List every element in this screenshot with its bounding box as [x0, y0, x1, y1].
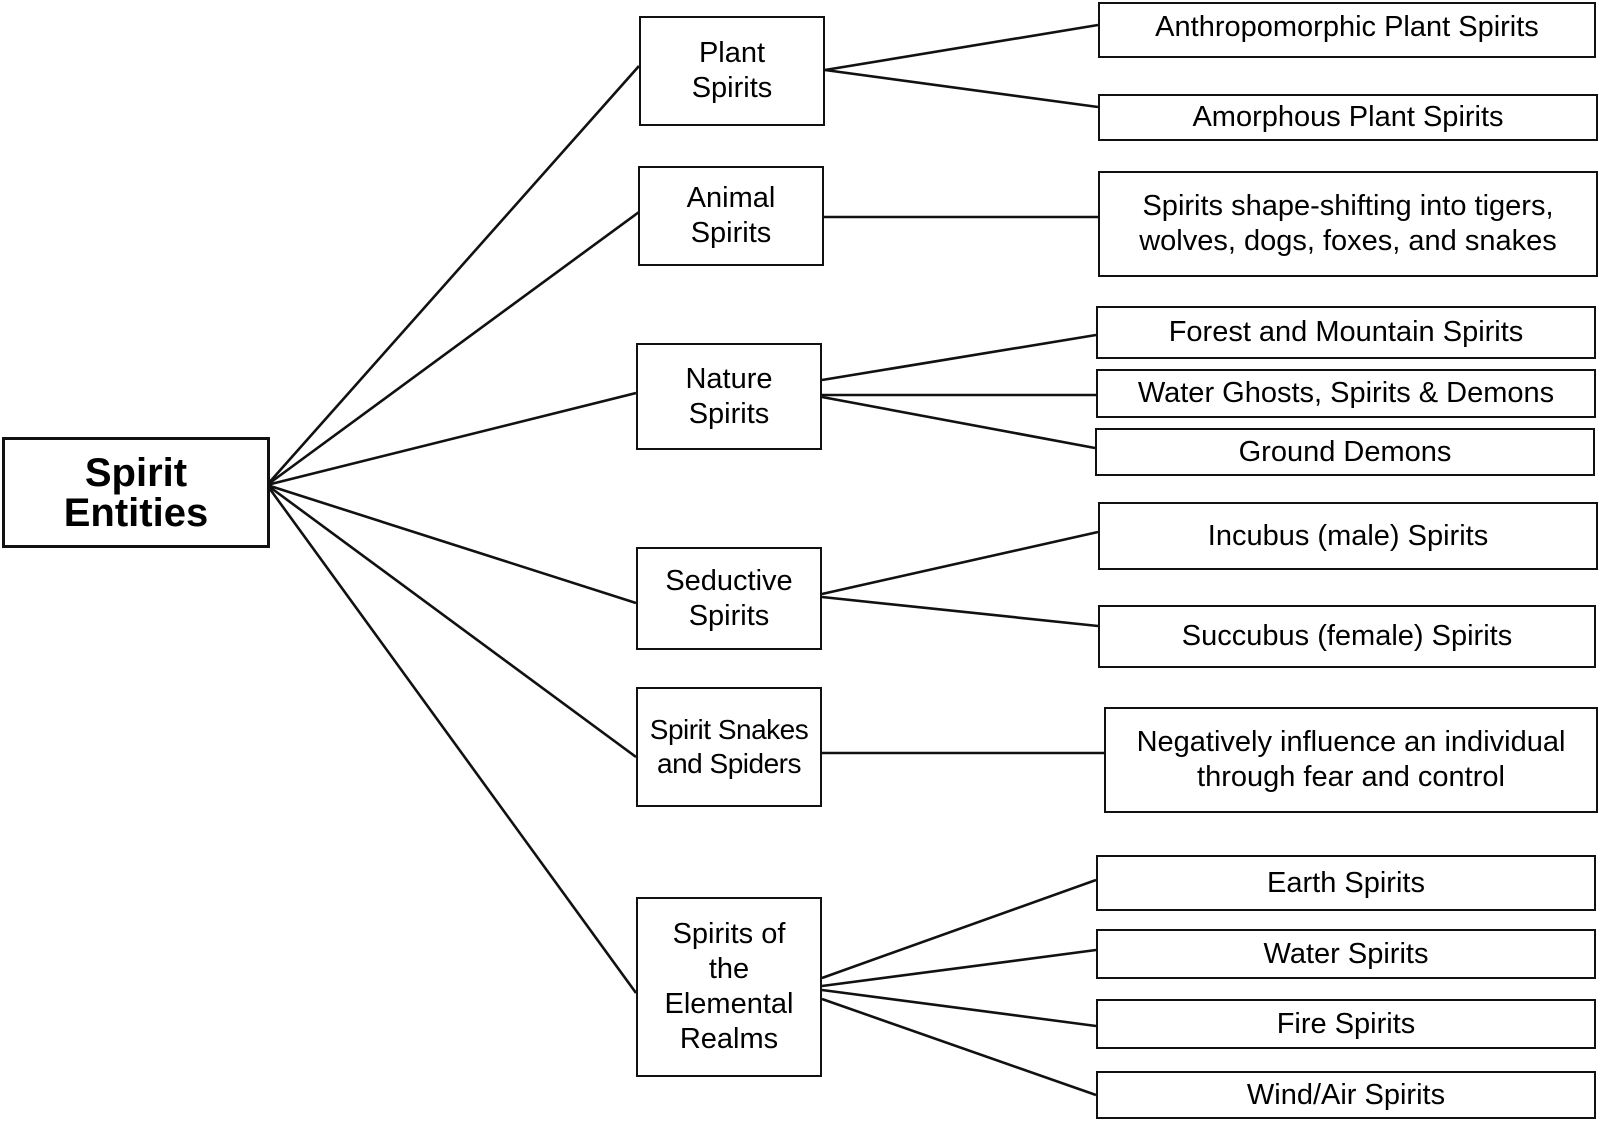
connector-line: [821, 997, 1097, 1097]
connector-line: [266, 483, 637, 605]
leaf-incubus-spirits: Incubus (male) Spirits: [1098, 502, 1598, 570]
root-label: Spirit Entities: [63, 450, 209, 535]
category-nature-spirits: Nature Spirits: [636, 343, 822, 450]
leaf-label: Fire Spirits: [1276, 1007, 1416, 1040]
connector-line: [824, 23, 1099, 72]
leaf-label: Negatively influence an individual throu…: [1136, 726, 1566, 793]
connector-line: [821, 530, 1099, 596]
leaf-anthropomorphic-plant-spirits: Anthropomorphic Plant Spirits: [1098, 2, 1596, 58]
connector-line: [266, 391, 637, 487]
leaf-label: Succubus (female) Spirits: [1181, 620, 1513, 653]
leaf-forest-and-mountain-spirits: Forest and Mountain Spirits: [1096, 306, 1596, 359]
root-node: Spirit Entities: [2, 437, 270, 548]
connector-line: [266, 483, 637, 759]
category-label: Spirits of the Elemental Realms: [664, 918, 794, 1055]
leaf-shape-shifting-spirits: Spirits shape-shifting into tigers, wolv…: [1098, 171, 1598, 277]
category-elemental-realms: Spirits of the Elemental Realms: [636, 897, 822, 1077]
leaf-label: Earth Spirits: [1267, 866, 1425, 899]
category-animal-spirits: Animal Spirits: [638, 166, 824, 266]
connector-line: [821, 333, 1097, 382]
leaf-label: Amorphous Plant Spirits: [1192, 101, 1504, 134]
category-label: Seductive Spirits: [665, 564, 793, 632]
connector-line: [821, 878, 1097, 980]
leaf-label: Spirits shape-shifting into tigers, wolv…: [1139, 190, 1557, 257]
connector-line: [824, 68, 1099, 109]
leaf-label: Water Ghosts, Spirits & Demons: [1137, 377, 1555, 410]
connector-line: [265, 484, 638, 994]
category-label: Animal Spirits: [686, 182, 776, 249]
leaf-label: Forest and Mountain Spirits: [1168, 316, 1524, 349]
category-label: Nature Spirits: [685, 362, 773, 430]
connector-line: [821, 595, 1099, 628]
leaf-negatively-influence: Negatively influence an individual throu…: [1104, 707, 1598, 813]
leaf-succubus-spirits: Succubus (female) Spirits: [1098, 605, 1596, 668]
leaf-label: Anthropomorphic Plant Spirits: [1155, 11, 1539, 43]
leaf-fire-spirits: Fire Spirits: [1096, 999, 1596, 1049]
leaf-water-ghosts-spirits-demons: Water Ghosts, Spirits & Demons: [1096, 369, 1596, 418]
category-plant-spirits: Plant Spirits: [639, 16, 825, 126]
leaf-label: Incubus (male) Spirits: [1207, 519, 1489, 552]
leaf-label: Wind/Air Spirits: [1246, 1078, 1446, 1111]
connector-line: [821, 988, 1097, 1028]
category-spirit-snakes-and-spiders: Spirit Snakes and Spiders: [636, 687, 822, 807]
leaf-water-spirits: Water Spirits: [1096, 929, 1596, 979]
category-seductive-spirits: Seductive Spirits: [636, 547, 822, 650]
connector-line: [266, 210, 640, 487]
connector-line: [266, 65, 640, 486]
leaf-wind-air-spirits: Wind/Air Spirits: [1096, 1071, 1596, 1119]
category-label: Spirit Snakes and Spiders: [649, 714, 809, 779]
connector-line: [821, 395, 1096, 450]
leaf-amorphous-plant-spirits: Amorphous Plant Spirits: [1098, 94, 1598, 141]
leaf-earth-spirits: Earth Spirits: [1096, 855, 1596, 911]
leaf-label: Water Spirits: [1263, 937, 1429, 970]
leaf-label: Ground Demons: [1238, 435, 1452, 468]
connector-line: [821, 948, 1097, 988]
leaf-ground-demons: Ground Demons: [1095, 428, 1595, 476]
category-label: Plant Spirits: [691, 37, 773, 104]
